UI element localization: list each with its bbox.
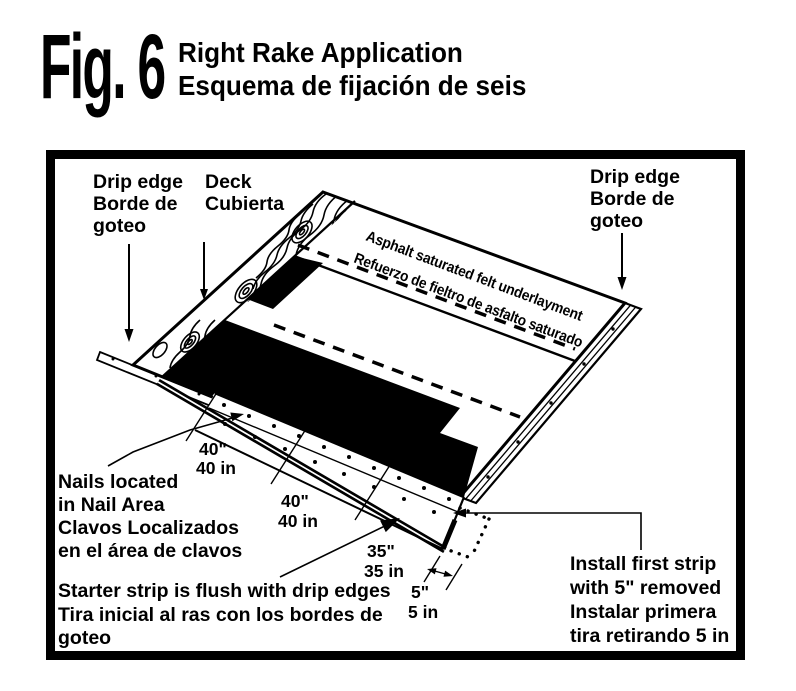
shingle-black-regions (162, 256, 478, 497)
dim-text: 5" (411, 582, 429, 602)
nail-dots-row-lower (223, 422, 436, 514)
label-text: Borde de (93, 193, 178, 215)
label-drip-edge-right: Drip edge Borde de goteo (590, 166, 680, 232)
label-text: goteo (590, 210, 643, 232)
figure-title: Fig. 6 Right Rake Application Esquema de… (40, 15, 526, 117)
dim-text: 40" (281, 491, 309, 511)
label-dim-35: 35" 35 in (364, 541, 404, 581)
figure-border (46, 150, 745, 660)
label-text: Nails located (58, 471, 178, 493)
label-text: Install first strip (570, 553, 716, 575)
label-dim-5: 5" 5 in (408, 582, 438, 622)
label-text: Clavos Localizados (58, 517, 239, 539)
label-text: Deck (205, 171, 252, 193)
label-text: Borde de (590, 188, 675, 210)
label-deck: Deck Cubierta (205, 171, 284, 215)
label-text: en el área de clavos (58, 540, 242, 562)
label-drip-edge-left: Drip edge Borde de goteo (93, 171, 183, 237)
label-text: tira retirando 5 in (570, 625, 729, 647)
label-text: Cubierta (205, 193, 284, 215)
felt-underlayment-courses (273, 243, 576, 419)
dim-text: 40 in (278, 511, 318, 531)
dim-text: 5 in (408, 602, 438, 622)
shingle-band-lower (162, 320, 478, 497)
starter-strip (156, 374, 466, 554)
leader-lines (107, 233, 642, 578)
label-text: Drip edge (590, 166, 680, 188)
label-text: in Nail Area (58, 494, 165, 516)
five-inch-dimension (423, 555, 463, 591)
leader-nails (107, 416, 237, 467)
nail-dots-row-upper (222, 403, 451, 501)
label-dim-40-second: 40" 40 in (278, 491, 318, 531)
leader-arrowheads (124, 277, 627, 533)
strip-segment-dividers (185, 374, 398, 521)
label-text: Tira inicial al ras con los bordes de (58, 604, 383, 626)
leader-starter-strip (279, 523, 390, 578)
rake-nail-dots (486, 327, 615, 479)
shingle-column-upper (247, 256, 323, 309)
label-dim-40-first: 40" 40 in (196, 439, 236, 478)
label-install-first-strip: Install first strip with 5" removed Inst… (569, 553, 729, 647)
label-starter-strip: Starter strip is flush with drip edges T… (58, 580, 391, 649)
dim-text: 35" (367, 541, 395, 561)
figure-number: Fig. 6 (40, 15, 164, 117)
label-text: Drip edge (93, 171, 183, 193)
dim-arrowhead-right (443, 570, 453, 577)
label-text: with 5" removed (569, 577, 721, 599)
dim-text: 35 in (364, 561, 404, 581)
title-spanish: Esquema de fijación de seis (178, 70, 526, 101)
dim-text: 40 in (196, 458, 236, 478)
label-nails: Nails located in Nail Area Clavos Locali… (58, 471, 242, 562)
title-english: Right Rake Application (178, 37, 463, 68)
dim-text: 40" (199, 439, 227, 459)
label-text: Instalar primera (570, 601, 716, 623)
leader-install-first-strip (463, 512, 642, 550)
label-text: Starter strip is flush with drip edges (58, 580, 391, 602)
label-text: goteo (93, 215, 146, 237)
label-text: goteo (58, 627, 111, 649)
dim-arrowhead-left (427, 568, 437, 575)
